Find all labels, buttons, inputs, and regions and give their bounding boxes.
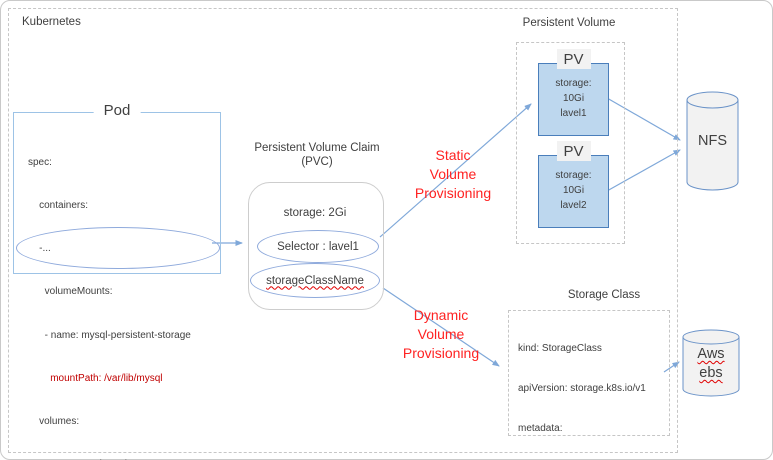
persistent-volume-section-label: Persistent Volume [522,17,616,29]
dynamic-label-line: Volume [417,326,465,342]
aws-ebs-label: Aws ebs [682,330,740,398]
pod-yaml-line: containers: [28,200,89,212]
sc-yaml-line: kind: StorageClass [518,343,602,355]
pv1-storage-line: storage: [555,78,592,89]
pv2-size-line: 10Gi [562,185,585,196]
pvc-storageclassname-text: storageClassName [266,274,364,287]
storage-class-title: Storage Class [567,289,641,301]
nfs-label: NFS [686,90,739,192]
pod-claim-highlight-ellipse [16,227,220,269]
pv1-box: PV storage: 10Gi lavel1 [538,49,609,136]
pod-yaml-line-mountpath: mountPath: /var/lib/mysql [28,372,163,384]
pvc-selector-text: Selector : lavel1 [277,240,359,253]
pv1-size-line: 10Gi [562,93,585,104]
static-label-line: Provisioning [414,185,492,201]
pod-yaml-line: volumeMounts: [28,286,113,298]
pod-yaml-line: spec: [28,156,52,168]
pod-title: Pod [93,102,141,119]
pv2-box: PV storage: 10Gi lavel2 [538,141,609,228]
pod-yaml: spec: containers: -... volumeMounts: - n… [28,127,191,460]
pv1-label-line: lavel1 [560,108,587,119]
dynamic-label-line: Dynamic [413,307,469,323]
storage-class-yaml: kind: StorageClass apiVersion: storage.k… [518,316,673,460]
persistent-volume-group-box [516,42,625,244]
sc-yaml-line: metadata: [518,422,563,434]
kubernetes-cluster-boundary [8,8,678,453]
pv2-label-line: lavel2 [560,200,587,211]
pvc-title-line1: Persistent Volume Claim [254,142,380,154]
aws-ebs-cylinder-icon [682,329,740,397]
dynamic-label-line: Provisioning [402,345,480,361]
pv1-tag: PV [556,49,591,69]
pvc-title: Persistent Volume Claim (PVC) [237,142,397,169]
nfs-cylinder-icon [686,91,739,191]
pod-yaml-line: - name: mysql-persistent-storage [28,329,191,341]
nfs-text: NFS [698,132,727,149]
pv2-tag: PV [556,141,591,161]
pv1-content: storage: 10Gi lavel1 [539,76,608,121]
dynamic-provisioning-label: Dynamic Volume Provisioning [386,306,496,363]
aws-ebs-text-line1: Aws [697,346,725,362]
storage-class-box [508,310,670,436]
aws-ebs-text-line2: ebs [699,365,723,381]
static-label-line: Volume [429,166,477,182]
pvc-box [248,182,384,310]
sc-yaml-line: apiVersion: storage.k8s.io/v1 [518,383,646,395]
pvc-title-line2: (PVC) [301,155,333,168]
static-provisioning-label: Static Volume Provisioning [398,146,508,203]
pvc-storage-text: storage: 2Gi [283,207,347,219]
pv2-storage-line: storage: [555,170,592,181]
pod-box: Pod [13,102,221,274]
pv2-content: storage: 10Gi lavel2 [539,168,608,213]
kubernetes-label: Kubernetes [22,16,81,28]
pvc-storageclassname-ellipse: storageClassName [250,263,380,298]
static-label-line: Static [435,147,471,163]
pod-yaml-line: volumes: [28,416,80,428]
pvc-selector-ellipse: Selector : lavel1 [257,230,379,263]
